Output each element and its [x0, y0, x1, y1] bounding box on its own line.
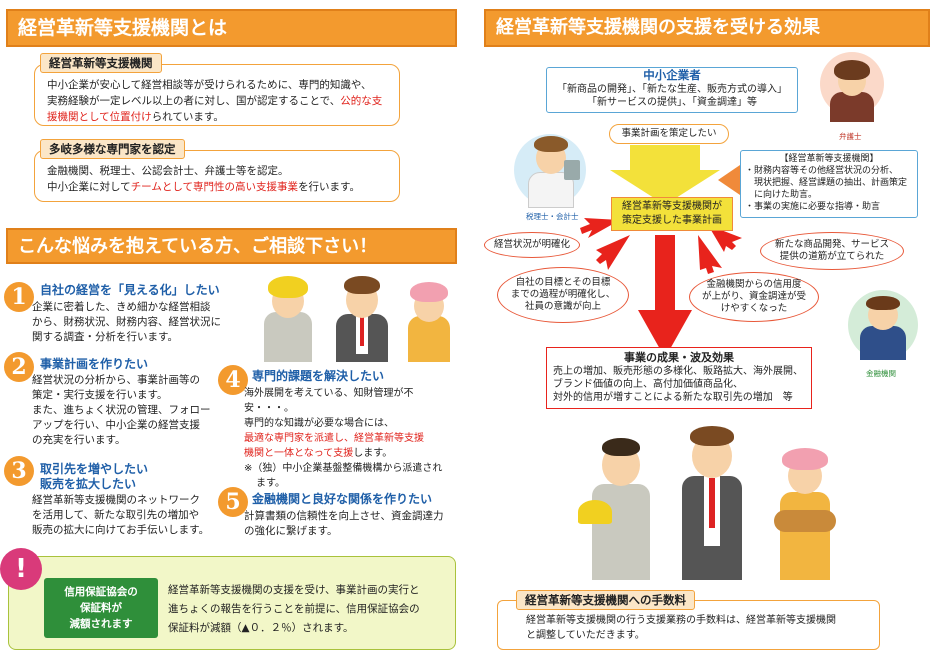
experts-line-2: 中小企業に対してチームとして専門性の高い支援事業を行います。: [47, 181, 361, 193]
definition-line-2: 実務経験が一定レベル以上の者に対し、国が認定することで、公的な支援機関として位置…: [47, 95, 383, 123]
lawyer-label: 弁護士: [839, 132, 862, 141]
red-arrow-right-icon: [708, 225, 742, 252]
item-3-number: 3: [4, 456, 34, 486]
lawyer-illustration: [820, 52, 884, 132]
banker-illustration: [846, 290, 918, 368]
item-2-text: 経営状況の分析から、事業計画等の策定・実行支援を行います。また、進ちょく状況の管…: [32, 374, 211, 446]
banker-label: 金融機関: [866, 369, 896, 378]
experts-tag: 多岐多様な専門家を認定: [40, 139, 185, 159]
item-1-title: 自社の経営を「見える化」したい: [40, 283, 220, 297]
item-4-number: 4: [218, 365, 248, 395]
item-5-text: 計算書類の信頼性を向上させ、資金調達力の強化に繋げます。: [244, 510, 444, 537]
item-3-title: 取引先を増やしたい販売を拡大したい: [40, 462, 149, 491]
experts-box: 金融機関、税理士、公認会計士、弁護士等を認定。 中小企業に対してチームとして専門…: [34, 150, 400, 202]
section-header-effects: 経営革新等支援機関の支援を受ける効果: [484, 9, 930, 47]
fee-tag: 経営革新等支援機関への手数料: [516, 590, 695, 610]
flow-arrows: [580, 145, 770, 358]
guarantee-badge: 信用保証協会の保証料が減額されます: [44, 578, 158, 638]
happy-worker-illustration: [578, 430, 658, 580]
oval-goals: 自社の目標とその目標までの過程が明確化し、社員の意識が向上: [497, 267, 629, 323]
item-2-title: 事業計画を作りたい: [40, 357, 149, 371]
section-header-what-is: 経営革新等支援機関とは: [6, 9, 457, 47]
red-arrow-left-icon: [580, 218, 620, 238]
item-1-number: 1: [4, 282, 34, 312]
shop-woman-illustration: [404, 276, 454, 362]
sme-box: 中小企業者 「新商品の開発」、「新たな生産、販売方式の導入」 「新サービスの提供…: [546, 67, 798, 113]
oval-finance: 金融機関からの信用度が上がり、資金調達が受けやすくなった: [689, 272, 819, 322]
center-plan-box: 経営革新等支援機関が策定支援した事業計画: [611, 197, 733, 231]
tax-accountant-illustration: [514, 120, 586, 208]
results-box: 事業の成果・波及効果 売上の増加、販売形態の多様化、販路拡大、海外展開、 ブラン…: [546, 347, 812, 409]
businessman-illustration: [332, 270, 392, 362]
item-4-text: 海外展開を考えている、知財管理が不安・・・。 専門的な知識が必要な場合には、 最…: [244, 388, 443, 489]
experts-line-1: 金融機関、税理士、公認会計士、弁護士等を認定。: [47, 165, 289, 177]
red-arrow-downleft-icon: [596, 235, 630, 270]
red-arrow-downright-icon: [698, 235, 722, 274]
item-5-title: 金融機関と良好な関係を作りたい: [252, 492, 433, 506]
item-5-number: 5: [218, 487, 248, 517]
tax-accountant-label: 税理士・会計士: [526, 212, 579, 221]
item-1-text: 企業に密着した、きめ細かな経営相談から、財務状況、財務内容、経営状況に関する調査…: [32, 301, 221, 343]
baker-woman-illustration: [770, 444, 840, 580]
definition-box: 中小企業が安心して経営相談等が受けられるために、専門的知識や、 実務経験が一定レ…: [34, 64, 400, 126]
item-3-text: 経営革新等支援機関のネットワークを活用して、新たな取引先の増加や販売の拡大に向け…: [32, 494, 210, 536]
red-down-arrow-icon: [638, 235, 692, 358]
guarantee-text: 経営革新等支援機関の支援を受け、事業計画の実行と進ちょくの報告を行うことを前提に…: [168, 584, 420, 634]
support-box: 【経営革新等支援機関】 ・財務内容等その他経営状況の分析、 現状把握、経営課題の…: [740, 150, 918, 218]
yellow-down-arrow-icon: [610, 145, 720, 205]
warning-mark-icon: !: [0, 548, 42, 590]
oval-new-products: 新たな商品開発、サービス提供の道筋が立てられた: [760, 232, 904, 270]
construction-worker-illustration: [258, 272, 318, 362]
section-header-consult: こんな悩みを抱えている方、ご相談下さい！: [6, 228, 457, 264]
definition-line-1: 中小企業が安心して経営相談等が受けられるために、専門的知識や、: [47, 79, 372, 91]
item-2-number: 2: [4, 352, 34, 382]
plan-bubble: 事業計画を策定したい: [609, 124, 729, 144]
item-4-title: 専門的課題を解決したい: [252, 369, 385, 383]
definition-tag: 経営革新等支援機関: [40, 53, 162, 73]
oval-clarity: 経営状況が明確化: [484, 232, 580, 258]
happy-businessman-illustration: [674, 420, 750, 580]
